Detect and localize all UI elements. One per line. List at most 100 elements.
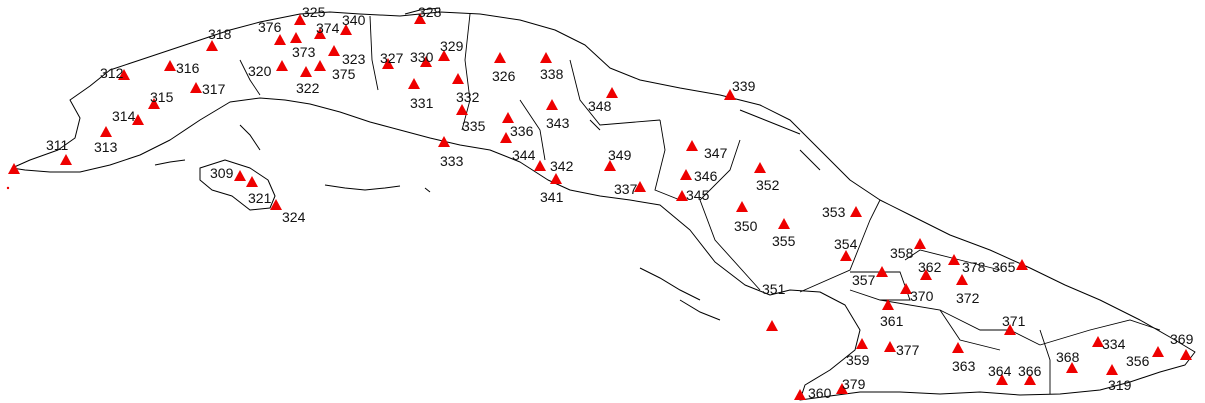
station-label: 356 [1126,353,1150,369]
station-marker-icon [996,374,1008,385]
station-label: 316 [176,60,200,76]
station-marker-icon [840,250,852,261]
station-marker-icon [1024,374,1036,385]
station-label: 370 [910,288,934,304]
station-label: 319 [1108,377,1132,393]
station-marker-icon [234,170,246,181]
station-label: 376 [258,19,282,35]
station-marker-icon [634,181,646,192]
islet-dot [6,186,10,190]
station-label: 350 [734,218,758,234]
station-label: 317 [202,81,226,97]
station-marker-icon [60,154,72,165]
station-marker-icon [850,206,862,217]
station-label: 312 [100,65,124,81]
station-label: 369 [1170,331,1194,347]
station-marker-icon [246,176,258,187]
station-marker-icon [290,32,302,43]
station-marker-icon [604,160,616,171]
station-label: 372 [956,290,980,306]
station-marker-icon [452,73,464,84]
station-label: 334 [1102,336,1126,352]
station-marker-icon [778,218,790,229]
station-marker-icon [340,24,352,35]
station-label: 318 [208,26,232,42]
station-marker-icon [408,78,420,89]
station-label: 377 [896,342,920,358]
station-marker-icon [1092,336,1104,347]
station-label: 332 [456,89,480,105]
station-marker-icon [190,82,202,93]
station-label: 324 [282,209,306,225]
station-label: 348 [588,98,612,114]
station-label: 327 [380,50,404,66]
station-label: 330 [410,49,434,65]
station-marker-icon [680,169,692,180]
station-label: 321 [248,190,272,206]
station-label: 355 [772,233,796,249]
station-label: 333 [440,153,464,169]
station-marker-icon [276,60,288,71]
station-label: 315 [150,89,174,105]
station-label: 323 [342,51,366,67]
station-label: 378 [962,259,986,275]
station-label: 347 [704,145,728,161]
station-label: 336 [510,123,534,139]
station-marker-icon [724,89,736,100]
station-label: 313 [94,139,118,155]
station-label: 338 [540,66,564,82]
station-marker-icon [882,299,894,310]
station-label: 345 [686,187,710,203]
station-marker-icon [546,99,558,110]
station-marker-icon [438,50,450,61]
station-label: 329 [440,38,464,54]
station-marker-icon [534,160,546,171]
station-label: 346 [694,168,718,184]
station-marker-icon [274,34,286,45]
station-marker-icon [884,341,896,352]
station-label: 354 [834,236,858,252]
station-label: 371 [1002,313,1026,329]
station-marker-icon [550,173,562,184]
station-marker-icon [1152,346,1164,357]
station-label: 320 [248,63,272,79]
station-marker-icon [766,320,778,331]
station-marker-icon [456,104,468,115]
station-label: 349 [608,147,632,163]
station-marker-icon [494,52,506,63]
station-label: 326 [492,68,516,84]
station-label: 373 [292,44,316,60]
station-label: 337 [614,181,638,197]
keys-and-islets [154,7,821,321]
station-marker-icon [1180,349,1192,360]
station-marker-icon [270,199,282,210]
station-label: 352 [756,177,780,193]
station-marker-icon [314,60,326,71]
station-label: 366 [1018,363,1042,379]
station-marker-icon [8,163,20,174]
station-marker-icon [382,58,394,69]
station-label: 343 [546,115,570,131]
station-marker-icon [132,114,144,125]
station-marker-icon [500,132,512,143]
station-marker-icon [952,342,964,353]
island-outline [11,11,1196,401]
station-label: 364 [988,363,1012,379]
station-marker-icon [676,190,688,201]
station-label: 314 [112,108,136,124]
station-label: 335 [462,118,486,134]
station-marker-icon [606,87,618,98]
station-label: 353 [822,204,846,220]
station-marker-icon [148,98,160,109]
station-marker-icon [794,389,806,400]
station-label: 344 [512,147,536,163]
station-label: 322 [296,80,320,96]
station-label: 331 [410,95,434,111]
isla-de-la-juventud [199,159,276,211]
station-marker-icon [540,52,552,63]
province-borders [239,13,1161,394]
station-marker-icon [1066,362,1078,373]
station-label: 374 [316,20,340,36]
station-label: 342 [550,158,574,174]
